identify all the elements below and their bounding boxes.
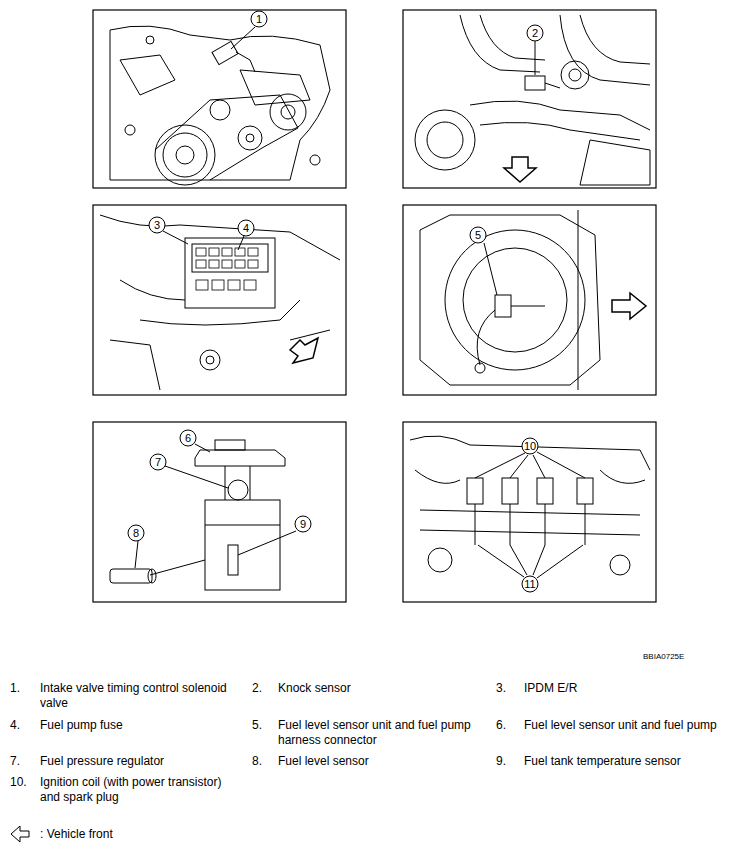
callout-number: 1: [251, 11, 268, 28]
part-number: 9.: [496, 754, 506, 769]
callout-number: 2: [527, 25, 544, 42]
callout-number: 11: [522, 576, 539, 593]
intake-manifold-drawing: [415, 15, 650, 185]
callout-number: 5: [470, 227, 487, 244]
part-name: Fuel level sensor unit and fuel pump: [524, 718, 736, 733]
ipdm-drawing: [100, 215, 340, 390]
callout-number: 6: [180, 430, 197, 447]
part-name: Fuel pump fuse: [40, 718, 245, 733]
part-name: Fuel level sensor: [278, 754, 488, 769]
part-number: 1.: [10, 681, 20, 696]
part-number: 3.: [496, 681, 506, 696]
callout-number: 3: [149, 217, 166, 234]
engine-front-drawing: [110, 26, 330, 185]
part-number: 5.: [252, 718, 262, 733]
key-note: : Vehicle front: [40, 827, 113, 842]
part-number: 6.: [496, 718, 506, 733]
part-number: 7.: [10, 754, 20, 769]
part-number: 10.: [10, 775, 27, 790]
part-number: 2.: [252, 681, 262, 696]
part-name: Fuel level sensor unit and fuel pump har…: [278, 718, 488, 748]
engine-top-drawing: [410, 436, 650, 578]
part-name: Ignition coil (with power transistor) an…: [40, 775, 240, 805]
part-name: Intake valve timing control solenoid val…: [40, 681, 245, 711]
callout-number: 8: [128, 525, 145, 542]
callout-number: 4: [238, 220, 255, 237]
vehicle-front-arrow: [11, 826, 29, 842]
fuel-tank-access-drawing: [420, 210, 646, 390]
callout-number: 9: [295, 516, 312, 533]
callout-number: 10: [522, 438, 539, 455]
figure-code: BBIA0725E: [643, 652, 684, 662]
part-number: 8.: [252, 754, 262, 769]
part-name: Knock sensor: [278, 681, 488, 696]
panel-frames: [93, 10, 656, 602]
part-number: 4.: [10, 718, 20, 733]
part-name: Fuel tank temperature sensor: [524, 754, 736, 769]
callout-number: 7: [150, 454, 167, 471]
part-name: IPDM E/R: [524, 681, 734, 696]
part-name: Fuel pressure regulator: [40, 754, 245, 769]
fuel-pump-module-drawing: [110, 440, 296, 590]
